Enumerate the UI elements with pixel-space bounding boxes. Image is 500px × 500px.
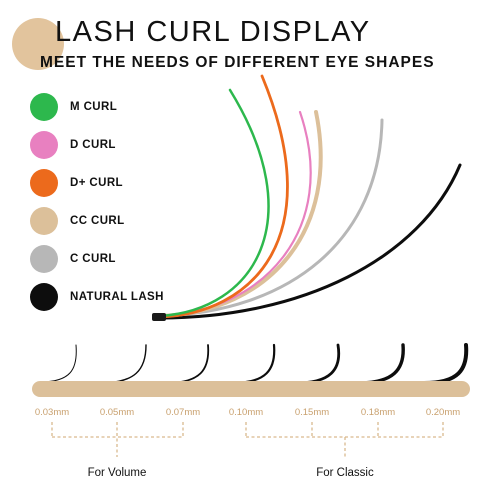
thickness-label-0-03: 0.03mm <box>35 407 69 418</box>
page-subtitle: MEET THE NEEDS OF DIFFERENT EYE SHAPES <box>40 54 435 71</box>
natural-lash-curve <box>158 163 462 320</box>
thickness-label-0-20: 0.20mm <box>426 407 460 418</box>
lash-sample-0-10 <box>230 343 276 385</box>
classic-bracket <box>245 422 444 457</box>
m-curl-curve <box>158 88 270 318</box>
legend-swatch-d-curl <box>30 131 58 159</box>
lash-sample-0-15 <box>294 343 341 385</box>
legend-item-natural-lash: NATURAL LASH <box>30 282 164 312</box>
lash-base <box>152 313 166 321</box>
decorative-circle <box>12 18 64 70</box>
lash-sample-0-07 <box>165 344 210 384</box>
thickness-label-0-10: 0.10mm <box>229 407 263 418</box>
thickness-label-0-18: 0.18mm <box>361 407 395 418</box>
group-label-classic: For Classic <box>316 467 374 479</box>
lash-sample-0-05 <box>99 344 147 384</box>
legend-label: CC CURL <box>70 215 125 227</box>
legend-label: D+ CURL <box>70 177 123 189</box>
lash-samples <box>39 343 469 385</box>
legend-label: C CURL <box>70 253 116 265</box>
d-plus-curl-curve <box>158 74 289 319</box>
legend-label: D CURL <box>70 139 116 151</box>
legend-label: M CURL <box>70 101 118 113</box>
lash-sample-0-03 <box>39 344 77 383</box>
group-label-volume: For Volume <box>88 467 147 479</box>
legend-item-d-curl: D CURL <box>30 130 116 160</box>
legend-item-d-plus-curl: D+ CURL <box>30 168 123 198</box>
lash-sample-0-20 <box>422 343 469 385</box>
thickness-bar <box>32 381 470 397</box>
legend-item-cc-curl: CC CURL <box>30 206 125 236</box>
legend-swatch-c-curl <box>30 245 58 273</box>
legend-item-c-curl: C CURL <box>30 244 116 274</box>
page-title: LASH CURL DISPLAY <box>55 16 371 48</box>
thickness-label-0-15: 0.15mm <box>295 407 329 418</box>
thickness-label-0-05: 0.05mm <box>100 407 134 418</box>
thickness-label-0-07: 0.07mm <box>166 407 200 418</box>
volume-bracket <box>51 422 184 457</box>
legend-swatch-natural-lash <box>30 283 58 311</box>
c-curl-curve <box>158 118 384 318</box>
legend-swatch-cc-curl <box>30 207 58 235</box>
legend-label: NATURAL LASH <box>70 291 164 303</box>
legend-item-m-curl: M CURL <box>30 92 117 122</box>
legend-swatch-m-curl <box>30 93 58 121</box>
lash-sample-0-18 <box>356 343 405 385</box>
legend-swatch-d-plus-curl <box>30 169 58 197</box>
